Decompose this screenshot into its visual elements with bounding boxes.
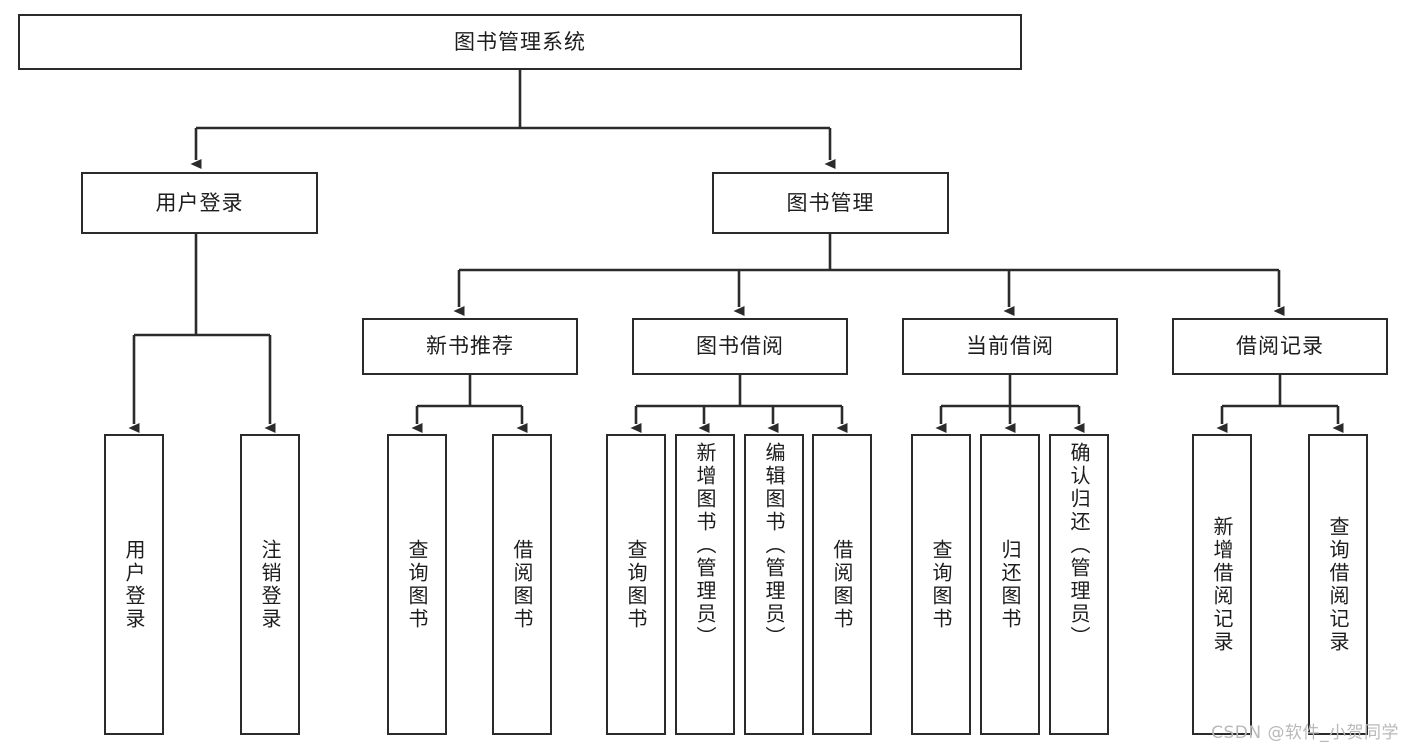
node-label: 图书管理系统 bbox=[454, 29, 586, 54]
node-label: 确认归还（管理员） bbox=[1067, 442, 1091, 649]
node-user-login[interactable]: 用户登录 bbox=[81, 172, 318, 234]
node-borrow-record[interactable]: 借阅记录 bbox=[1172, 318, 1388, 375]
node-new-book-recommend[interactable]: 新书推荐 bbox=[362, 318, 578, 375]
leaf-record-query-record[interactable]: 查询借阅记录 bbox=[1308, 434, 1368, 735]
node-book-management[interactable]: 图书管理 bbox=[712, 172, 949, 234]
leaf-current-confirm-return-admin[interactable]: 确认归还（管理员） bbox=[1049, 434, 1109, 735]
node-label: 新增图书（管理员） bbox=[693, 442, 717, 649]
leaf-recommend-borrow-book[interactable]: 借阅图书 bbox=[492, 434, 552, 735]
node-label: 新书推荐 bbox=[426, 334, 514, 359]
leaf-user-login-logout[interactable]: 注销登录 bbox=[240, 434, 300, 735]
node-label: 当前借阅 bbox=[966, 334, 1054, 359]
leaf-borrow-borrow-book[interactable]: 借阅图书 bbox=[812, 434, 872, 735]
leaf-borrow-edit-book-admin[interactable]: 编辑图书（管理员） bbox=[744, 434, 804, 735]
leaf-borrow-add-book-admin[interactable]: 新增图书（管理员） bbox=[675, 434, 735, 735]
node-label: 借阅图书 bbox=[510, 538, 534, 631]
node-label: 用户登录 bbox=[155, 190, 244, 215]
node-label: 查询借阅记录 bbox=[1326, 515, 1350, 654]
node-label: 查询图书 bbox=[624, 538, 648, 631]
node-label: 借阅记录 bbox=[1236, 334, 1324, 359]
node-label: 注销登录 bbox=[258, 538, 282, 631]
leaf-user-login-login[interactable]: 用户登录 bbox=[104, 434, 164, 735]
node-label: 图书管理 bbox=[786, 190, 875, 215]
leaf-borrow-query-book[interactable]: 查询图书 bbox=[606, 434, 666, 735]
node-label: 用户登录 bbox=[122, 538, 146, 631]
node-label: 图书借阅 bbox=[696, 334, 784, 359]
node-label: 借阅图书 bbox=[830, 538, 854, 631]
node-label: 查询图书 bbox=[405, 538, 429, 631]
node-label: 归还图书 bbox=[998, 538, 1022, 631]
node-label: 编辑图书（管理员） bbox=[762, 442, 786, 649]
leaf-current-query-book[interactable]: 查询图书 bbox=[911, 434, 971, 735]
leaf-recommend-query-book[interactable]: 查询图书 bbox=[387, 434, 447, 735]
leaf-record-add-record[interactable]: 新增借阅记录 bbox=[1192, 434, 1252, 735]
node-label: 查询图书 bbox=[929, 538, 953, 631]
leaf-current-return-book[interactable]: 归还图书 bbox=[980, 434, 1040, 735]
node-book-borrow[interactable]: 图书借阅 bbox=[632, 318, 848, 375]
csdn-watermark: CSDN @软件_小贺同学 bbox=[1211, 723, 1399, 743]
node-label: 新增借阅记录 bbox=[1210, 515, 1234, 654]
node-root-system[interactable]: 图书管理系统 bbox=[18, 14, 1022, 70]
node-current-borrow[interactable]: 当前借阅 bbox=[902, 318, 1118, 375]
